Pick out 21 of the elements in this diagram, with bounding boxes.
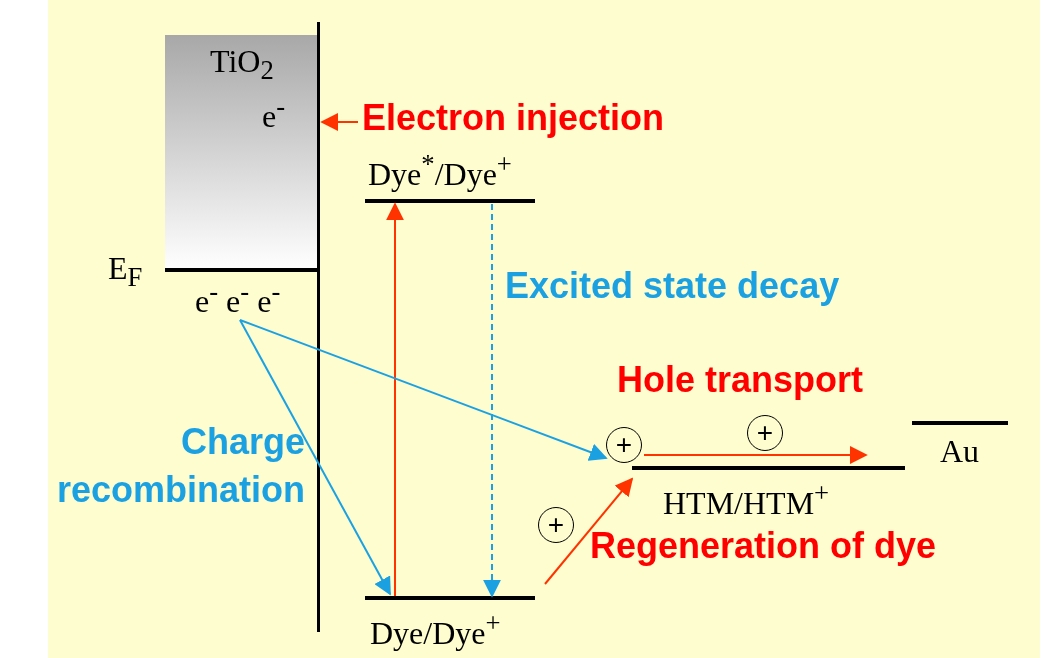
level-label: Dye$^{*}$/Dye$^{+}$ <box>368 151 512 190</box>
level-label: Au <box>940 435 980 467</box>
electron-label: e$^{-}$ e$^{-}$ e$^{-}$ <box>195 278 281 317</box>
level-label: E$_{F}$ <box>108 252 143 292</box>
arrow <box>239 319 391 596</box>
arrow <box>643 446 868 464</box>
process-label: Electron injection <box>362 94 732 144</box>
level-label: HTM/HTM$^{+}$ <box>663 480 830 519</box>
arrow <box>386 202 404 597</box>
level-label: Dye/Dye$^{+}$ <box>370 610 501 649</box>
process-label: Excited state decay <box>505 264 840 308</box>
process-label: Charge recombination <box>55 420 305 512</box>
arrow <box>483 203 501 598</box>
material-label: TiO$_{2}$ <box>210 45 274 85</box>
arrow <box>544 477 634 585</box>
arrow <box>320 113 359 131</box>
process-label: Hole transport <box>617 358 864 402</box>
semiconductor-band <box>165 35 317 270</box>
arrow <box>239 319 608 461</box>
process-label: Regeneration of dye <box>590 524 937 568</box>
electron-label: e$^{-}$ <box>262 93 286 132</box>
